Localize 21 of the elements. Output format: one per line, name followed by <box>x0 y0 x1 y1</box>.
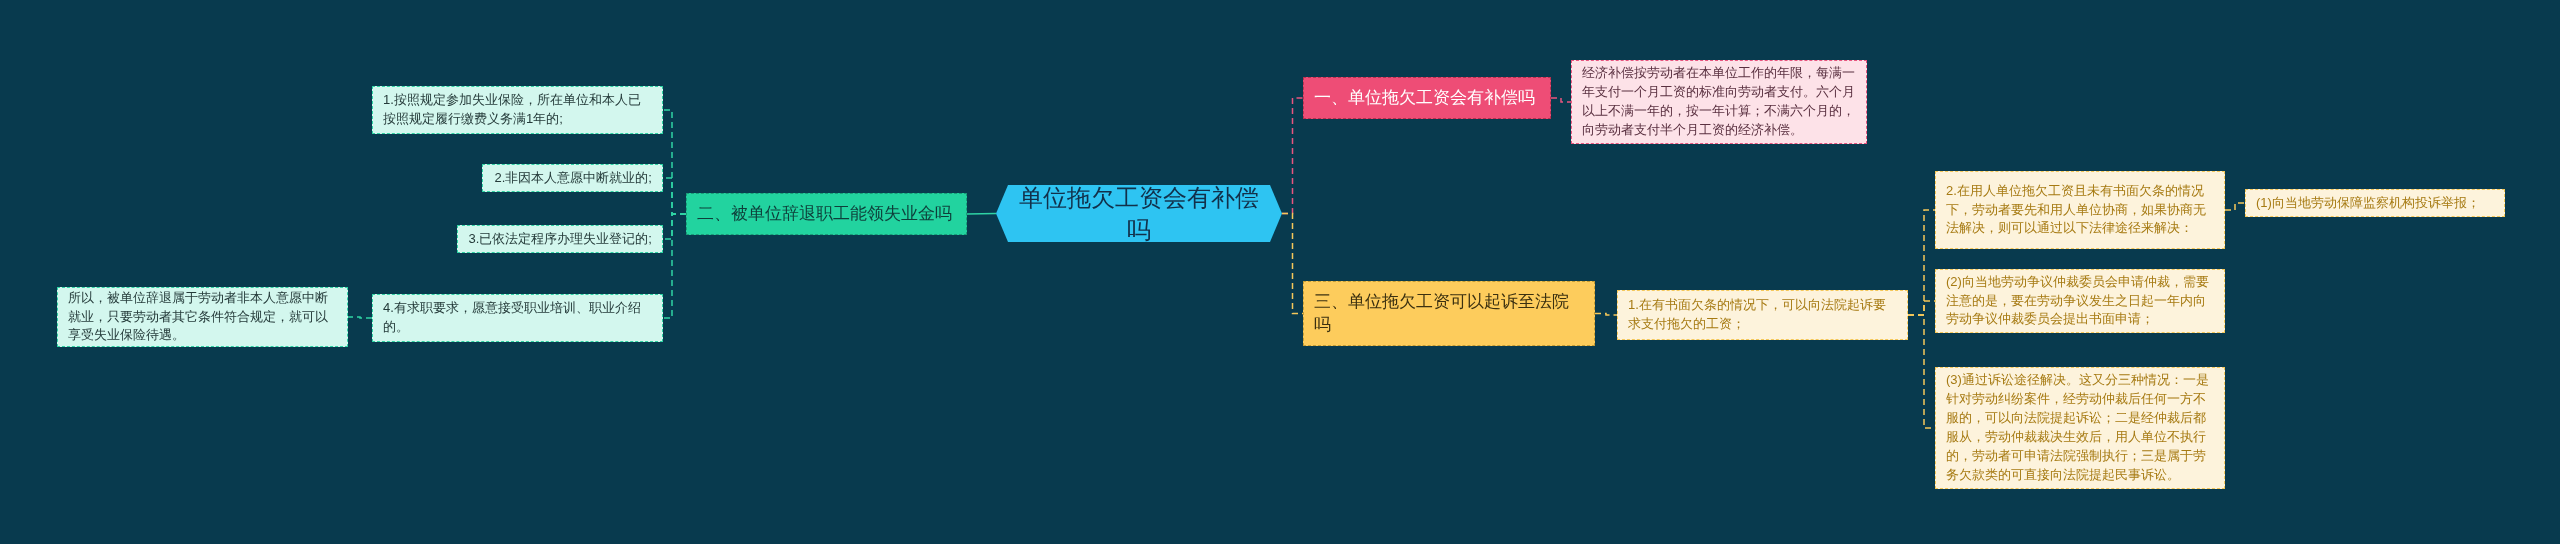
note-box: 所以，被单位辞退属于劳动者非本人意愿中断就业，只要劳动者其它条件符合规定，就可以享受失业保险待遇。 <box>57 287 348 347</box>
central-topic: 单位拖欠工资会有补偿吗 <box>996 185 1282 242</box>
subtopic-box: 4.有求职要求，愿意接受职业培训、职业介绍的。 <box>372 294 663 342</box>
subtopic-box: (2)向当地劳动争议仲裁委员会申请仲裁，需要注意的是，要在劳动争议发生之日起一年内向劳动争议仲裁委员会提出书面申请； <box>1935 269 2225 333</box>
subtopic-box: 3.已依法定程序办理失业登记的; <box>457 225 663 253</box>
connector <box>347 316 373 319</box>
topic-box: 一、单位拖欠工资会有补偿吗 <box>1303 77 1551 119</box>
subtopic-box: 1.按照规定参加失业保险，所在单位和本人已按照规定履行缴费义务满1年的; <box>372 86 663 134</box>
subtopic-box: 2.在用人单位拖欠工资且未有书面欠条的情况下，劳动者要先和用人单位协商，如果协商无法解决，则可以通过以下法律途径来解决： <box>1935 171 2225 249</box>
subtopic-box: 2.非因本人意愿中断就业的; <box>482 164 663 192</box>
connector <box>966 212 997 215</box>
topic-box: 二、被单位辞退职工能领失业金吗 <box>686 193 967 235</box>
subtopic-box: 1.在有书面欠条的情况下，可以向法院起诉要求支付拖欠的工资； <box>1617 290 1908 340</box>
note-box: 经济补偿按劳动者在本单位工作的年限，每满一年支付一个月工资的标准向劳动者支付。六个月以上不满一年的，按一年计算；不满六个月的，向劳动者支付半个月工资的经济补偿。 <box>1571 60 1867 144</box>
connector <box>2224 202 2246 211</box>
connector <box>662 213 687 319</box>
connector <box>1594 312 1618 316</box>
connector <box>1550 97 1572 103</box>
subtopic-box: (3)通过诉讼途径解决。这又分三种情况：一是针对劳动纠纷案件，经劳动仲裁后任何一方不服的，可以向法院提起诉讼；二是经仲裁后都服从，劳动仲裁裁决生效后，用人单位不执行的，劳动者可申请法院强制执行；三是属于劳务欠款类的可直接向法院提起民事诉讼。 <box>1935 367 2225 489</box>
topic-box: 三、单位拖欠工资可以起诉至法院吗 <box>1303 281 1595 346</box>
subtopic-box: (1)向当地劳动保障监察机构投诉举报； <box>2245 189 2505 217</box>
